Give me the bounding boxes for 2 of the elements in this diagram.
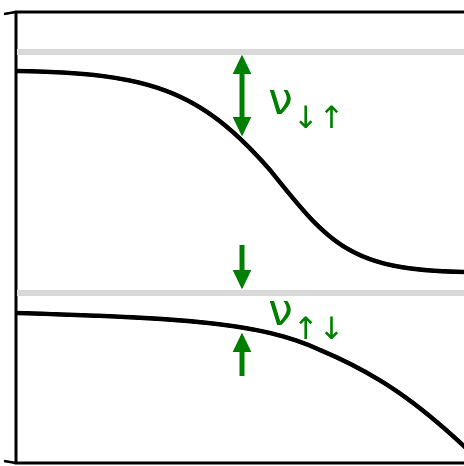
symbol-label: ν$_{↑↓}$ bbox=[270, 300, 338, 340]
symbol-label: ν$_{↓↑}$ bbox=[270, 90, 338, 128]
